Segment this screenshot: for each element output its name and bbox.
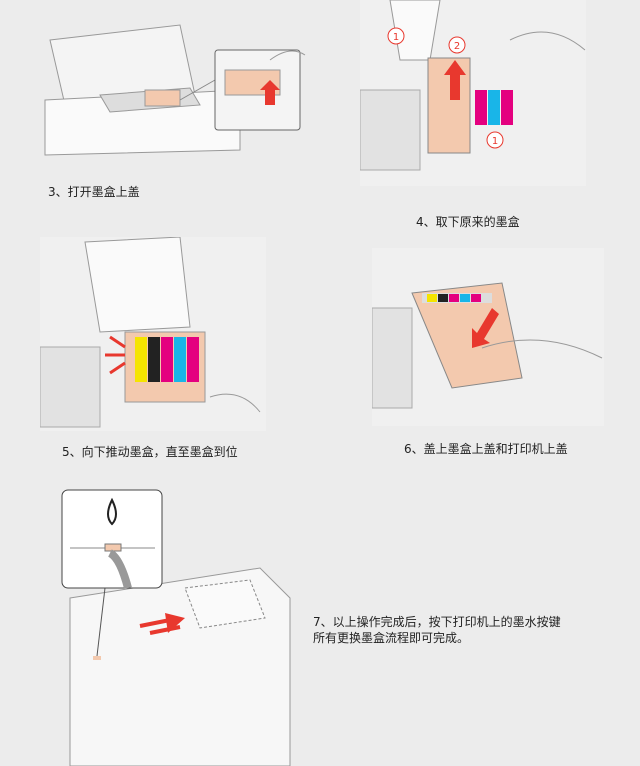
step-marker-1: 1: [387, 27, 405, 45]
step6-caption: 6、盖上墨盒上盖和打印机上盖: [404, 442, 568, 456]
step6-illustration: [372, 248, 604, 426]
svg-text:1: 1: [393, 32, 399, 43]
step7-caption-line2: 所有更换墨盒流程即可完成。: [313, 631, 470, 645]
step7-illustration: [60, 488, 295, 766]
step3-caption: 3、打开墨盒上盖: [48, 185, 140, 199]
svg-text:1: 1: [492, 136, 498, 147]
step4-illustration: 1 2 1: [360, 0, 586, 186]
step3-illustration: [40, 20, 310, 160]
step-marker-2: 2: [448, 36, 466, 54]
step5-illustration: [40, 237, 266, 431]
step4-caption: 4、取下原来的墨盒: [416, 215, 520, 229]
step7-caption-line1: 7、以上操作完成后，按下打印机上的墨水按键: [313, 615, 561, 629]
step-marker-1b: 1: [486, 131, 504, 149]
step5-caption: 5、向下推动墨盒，直至墨盒到位: [62, 445, 238, 459]
step7-caption: 7、以上操作完成后，按下打印机上的墨水按键 所有更换墨盒流程即可完成。: [313, 614, 561, 646]
svg-text:2: 2: [454, 41, 460, 52]
